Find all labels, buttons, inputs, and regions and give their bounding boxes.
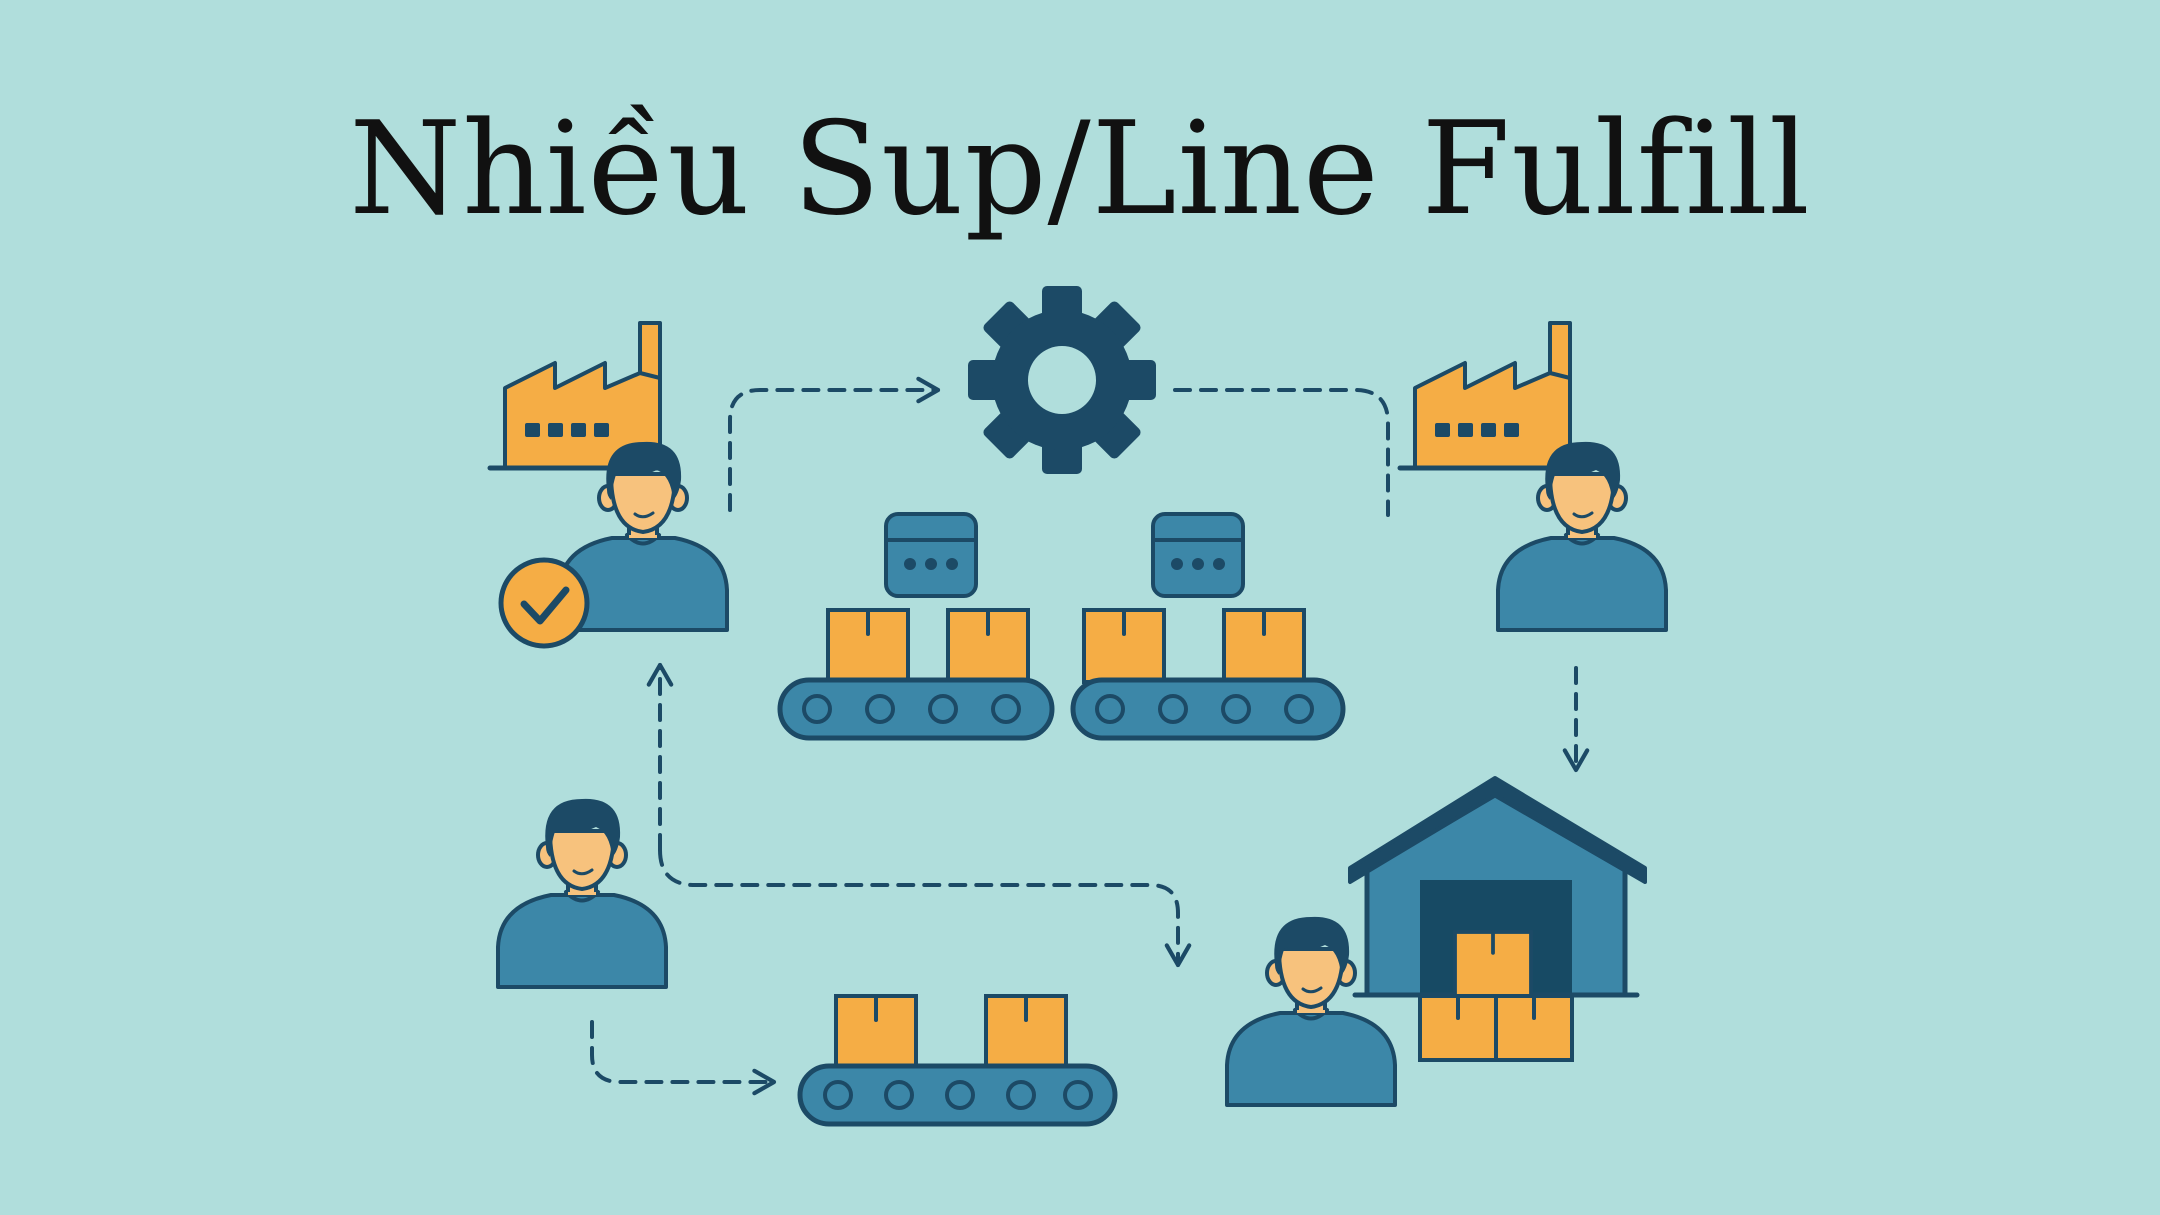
conveyor-icon <box>777 677 1055 741</box>
box-icon <box>1453 930 1533 999</box>
production-line-1 <box>777 512 1055 741</box>
flow-arrow-operator-to-line <box>590 1020 777 1096</box>
server-icon <box>884 512 978 598</box>
flow-arrow-supplier-to-gear <box>728 376 941 512</box>
box-icon <box>1418 994 1498 1062</box>
check-badge-icon <box>498 557 590 649</box>
conveyor-icon <box>797 1063 1118 1127</box>
box-icon <box>984 994 1068 1070</box>
flow-connectors <box>590 376 1590 1096</box>
line-bottom <box>797 994 1118 1127</box>
box-icon <box>1494 994 1574 1062</box>
factory-icon <box>1400 323 1585 468</box>
box-icon <box>834 994 918 1070</box>
box-icon <box>1222 608 1306 684</box>
production-line-2 <box>1070 512 1346 741</box>
box-icon <box>1082 608 1166 684</box>
conveyor-icon <box>1070 677 1346 741</box>
box-icon <box>946 608 1030 684</box>
flow-arrow-to-warehouse-worker <box>658 848 1192 968</box>
person-icon <box>496 796 668 989</box>
warehouse-icon <box>1348 776 1647 1062</box>
gear-icon <box>968 286 1156 474</box>
flow-line-gear-to-factory <box>1173 388 1390 517</box>
server-icon <box>1151 512 1245 598</box>
box-icon <box>826 608 910 684</box>
page-title: Nhiều Sup/Line Fulfill <box>349 95 1811 244</box>
